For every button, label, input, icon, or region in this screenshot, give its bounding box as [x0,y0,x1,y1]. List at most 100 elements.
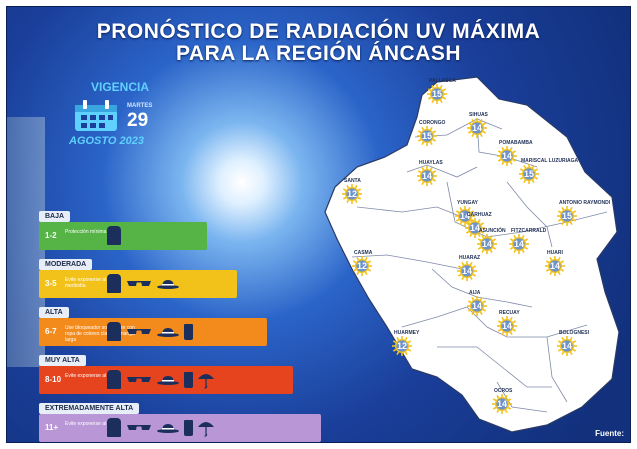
month-year-label: AGOSTO 2023 [69,135,144,147]
hat-icon [157,423,179,433]
province-name: RECUAY [499,310,520,316]
uv-sun-badge: 14 [467,296,487,316]
uv-index-value: 15 [523,169,534,179]
uv-level-name: ALTA [39,307,69,318]
uv-index-value: 14 [469,223,480,233]
province-name: HUAYLAS [419,160,443,166]
sun-icon [545,256,565,276]
uv-sun-badge: 15 [557,206,577,226]
sun-icon [455,206,475,226]
uv-level-name: MUY ALTA [39,355,86,366]
province-name: ASUNCIÓN [479,228,506,234]
umbrella-icon [198,373,214,389]
province-name: CORONGO [419,120,446,126]
province-name: SANTA [344,178,361,184]
province-name: FITZCARRALD [511,228,547,234]
sun-icon [467,296,487,316]
uv-sun-badge: 14 [457,261,477,281]
province-name: SIHUAS [469,112,488,118]
province-name: CARHUAZ [467,212,492,218]
uv-index-value: 14 [461,266,472,276]
province-name: POMABAMBA [499,140,533,146]
uv-index-value: 15 [561,211,572,221]
title-line-2: PARA LA REGIÓN ÁNCASH [175,42,462,65]
province-name: OCROS [494,388,513,394]
sun-icon [557,336,577,356]
uv-level-bar: 11+ Evite exponerse al sol [39,414,321,442]
sun-icon [392,336,412,356]
sunglasses-icon [127,281,151,286]
calendar-icon [75,100,117,131]
uv-index-value: 12 [396,341,407,351]
uv-level-range: 11+ [45,423,59,432]
uv-sun-badge: 14 [557,336,577,356]
uv-sun-badge: 14 [477,234,497,254]
uv-index-value: 15 [421,131,432,141]
ancash-map [324,76,620,433]
hat-icon [157,327,179,337]
uv-level-advice: Evite exponerse al sol [65,373,114,379]
infographic-frame: PRONÓSTICO DE RADIACIÓN UV MÁXIMA PARA L… [6,6,631,443]
province-name: MARISCAL LUZURIAGA [521,158,579,164]
province-name: ANTONIO RAYMONDI [559,200,611,206]
sun-icon [497,146,517,166]
coat-icon [107,274,121,293]
province-name: HUARMEY [394,330,420,336]
uv-sun-badge: 15 [427,84,447,104]
sun-icon [417,126,437,146]
uv-sun-badge: 12 [352,256,372,276]
uv-level-advice: Use bloqueador solar, viste con ropa de … [65,325,135,343]
uv-level-name: BAJA [39,211,71,222]
umbrella-icon [198,421,214,437]
sun-icon [557,206,577,226]
uv-level-range: 1-2 [45,231,57,240]
sun-icon [352,256,372,276]
day-number: 29 [127,110,149,131]
uv-level-advice: Evite exponerse al sol [65,421,114,427]
uv-sun-badge: 14 [545,256,565,276]
uv-index-value: 14 [481,239,492,249]
weekday-label: MARTES [127,103,153,109]
uv-index-value: 14 [513,239,524,249]
sunscreen-icon [184,419,193,436]
uv-index-value: 14 [471,301,482,311]
uv-level-name: MODERADA [39,259,93,270]
uv-level-bar: 3-5 Evite exponerse al sol al mediodía [39,270,237,298]
sun-icon [467,118,487,138]
hat-icon [157,375,179,385]
uv-level-advice: Evite exponerse al sol al mediodía [65,277,120,289]
uv-sun-badge: 14 [465,218,485,238]
uv-level-range: 8-10 [45,375,62,384]
validity-label: VIGENCIA [91,80,150,94]
uv-sun-badge: 14 [467,118,487,138]
province-name: HUARI [547,250,563,256]
coat-icon [107,418,121,437]
uv-sun-badge: 14 [455,206,475,226]
uv-level-bar: 1-2 Protección mínima [39,222,207,250]
uv-level-range: 3-5 [45,279,57,288]
uv-index-value: 14 [471,123,482,133]
uv-index-value: 14 [501,151,512,161]
uv-index-value: 15 [431,89,442,99]
uv-index-value: 12 [356,261,367,271]
uv-level-advice: Protección mínima [65,229,107,235]
sunglasses-icon [127,425,151,430]
building-photo [7,117,45,367]
uv-sun-badge: 15 [417,126,437,146]
uv-sun-badge: 14 [492,394,512,414]
title-line-1: PRONÓSTICO DE RADIACIÓN UV MÁXIMA [96,20,541,43]
sun-icon [492,394,512,414]
uv-index-value: 14 [501,321,512,331]
sunglasses-icon [127,329,151,334]
sun-icon [519,164,539,184]
uv-index-value: 14 [561,341,572,351]
uv-index-value: 14 [421,171,432,181]
uv-index-value: 14 [496,399,507,409]
sun-icon [457,261,477,281]
sun-icon [465,218,485,238]
sunscreen-icon [184,323,193,340]
uv-index-value: 12 [346,189,357,199]
sun-icon [509,234,529,254]
